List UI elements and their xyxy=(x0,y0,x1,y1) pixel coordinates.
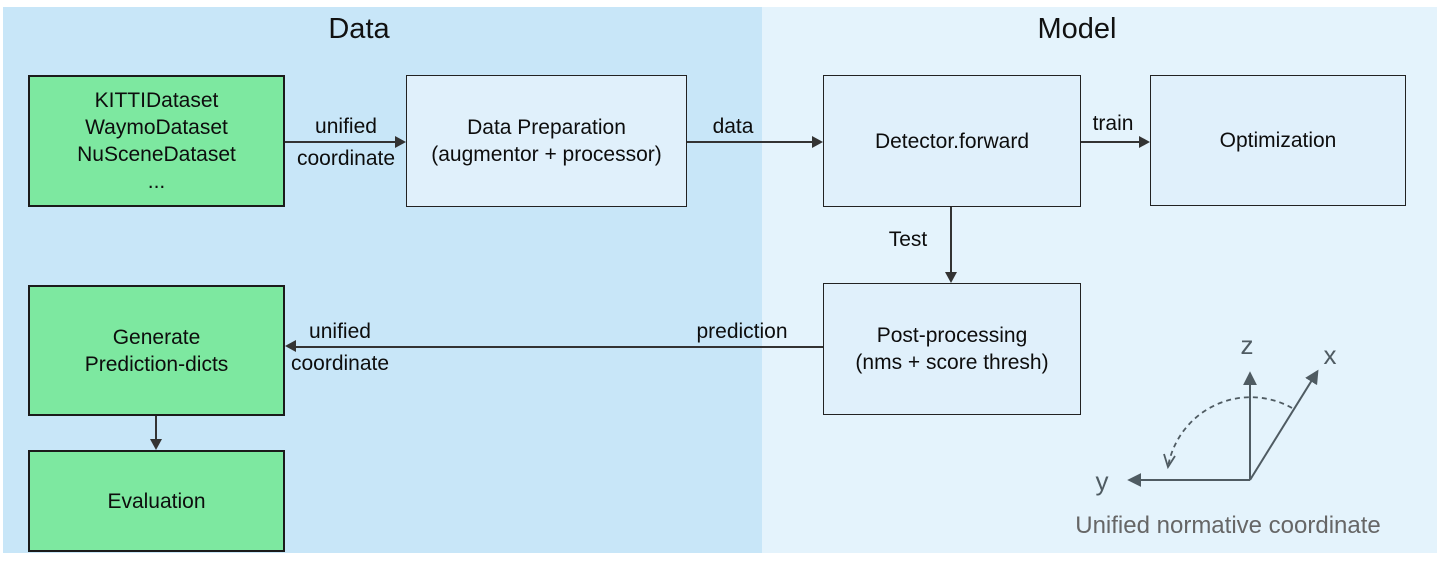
node-datasets: KITTIDataset WaymoDataset NuSceneDataset… xyxy=(28,75,285,207)
axis-y-label: y xyxy=(1096,466,1109,496)
node-evaluation-line: Evaluation xyxy=(107,489,206,513)
node-data-preparation-line: (augmentor + processor) xyxy=(431,143,662,166)
edge-label-coordinate: coordinate xyxy=(296,147,396,170)
edge-label-prediction: prediction xyxy=(696,320,788,343)
node-post-processing: Post-processing (nms + score thresh) xyxy=(823,283,1081,415)
node-generate-prediction-dicts-line: Generate xyxy=(112,325,201,349)
node-generate-prediction-dicts-line: Prediction-dicts xyxy=(84,352,229,376)
edge-prep-to-detector-line xyxy=(687,141,813,143)
edge-label-coordinate: coordinate xyxy=(290,352,390,375)
edge-detector-to-optimization-line xyxy=(1081,141,1140,143)
rotation-arc xyxy=(1167,396,1293,468)
rotation-arc-arrowhead-icon xyxy=(1163,453,1176,470)
node-optimization: Optimization xyxy=(1150,75,1406,206)
node-datasets-line: ... xyxy=(147,170,166,193)
axis-x-line xyxy=(1249,369,1319,481)
edge-label-data: data xyxy=(712,115,754,138)
node-data-preparation-line: Data Preparation xyxy=(467,116,626,139)
edge-detector-to-post-line xyxy=(950,207,952,274)
node-detector-forward-line: Detector.forward xyxy=(874,129,1030,153)
node-evaluation: Evaluation xyxy=(28,450,285,552)
edge-label-train: train xyxy=(1092,112,1134,135)
edge-post-to-generate-arrowhead-icon xyxy=(285,340,296,352)
node-generate-prediction-dicts: Generate Prediction-dicts xyxy=(28,285,285,416)
node-data-preparation: Data Preparation (augmentor + processor) xyxy=(406,75,687,207)
edge-detector-to-optimization-arrowhead-icon xyxy=(1139,136,1150,148)
node-optimization-line: Optimization xyxy=(1219,129,1337,152)
edge-datasets-to-prep-arrowhead-icon xyxy=(395,136,406,148)
axis-x-label: x xyxy=(1324,340,1337,370)
node-datasets-line: WaymoDataset xyxy=(85,116,228,139)
edge-generate-to-evaluation-arrowhead-icon xyxy=(150,439,162,450)
coordinate-caption: Unified normative coordinate xyxy=(1075,512,1381,539)
model-section-title: Model xyxy=(1037,13,1117,45)
node-detector-forward: Detector.forward xyxy=(823,75,1081,207)
edge-prep-to-detector-arrowhead-icon xyxy=(812,136,823,148)
node-post-processing-line: Post-processing xyxy=(876,324,1028,347)
edge-label-unified: unified xyxy=(315,115,377,138)
edge-detector-to-post-arrowhead-icon xyxy=(945,272,957,283)
edge-label-unified: unified xyxy=(309,320,371,343)
axis-z-label: z xyxy=(1241,330,1254,360)
coordinate-axes-diagram: z x y xyxy=(1096,330,1337,496)
edge-post-to-generate-line xyxy=(294,346,823,348)
edge-generate-to-evaluation-line xyxy=(155,416,157,441)
node-datasets-line: NuSceneDataset xyxy=(77,143,236,166)
node-datasets-line: KITTIDataset xyxy=(94,89,219,112)
edge-datasets-to-prep-line xyxy=(285,141,398,143)
node-post-processing-line: (nms + score thresh) xyxy=(855,351,1049,374)
edge-label-test: Test xyxy=(888,228,928,251)
data-section-title: Data xyxy=(328,13,390,45)
